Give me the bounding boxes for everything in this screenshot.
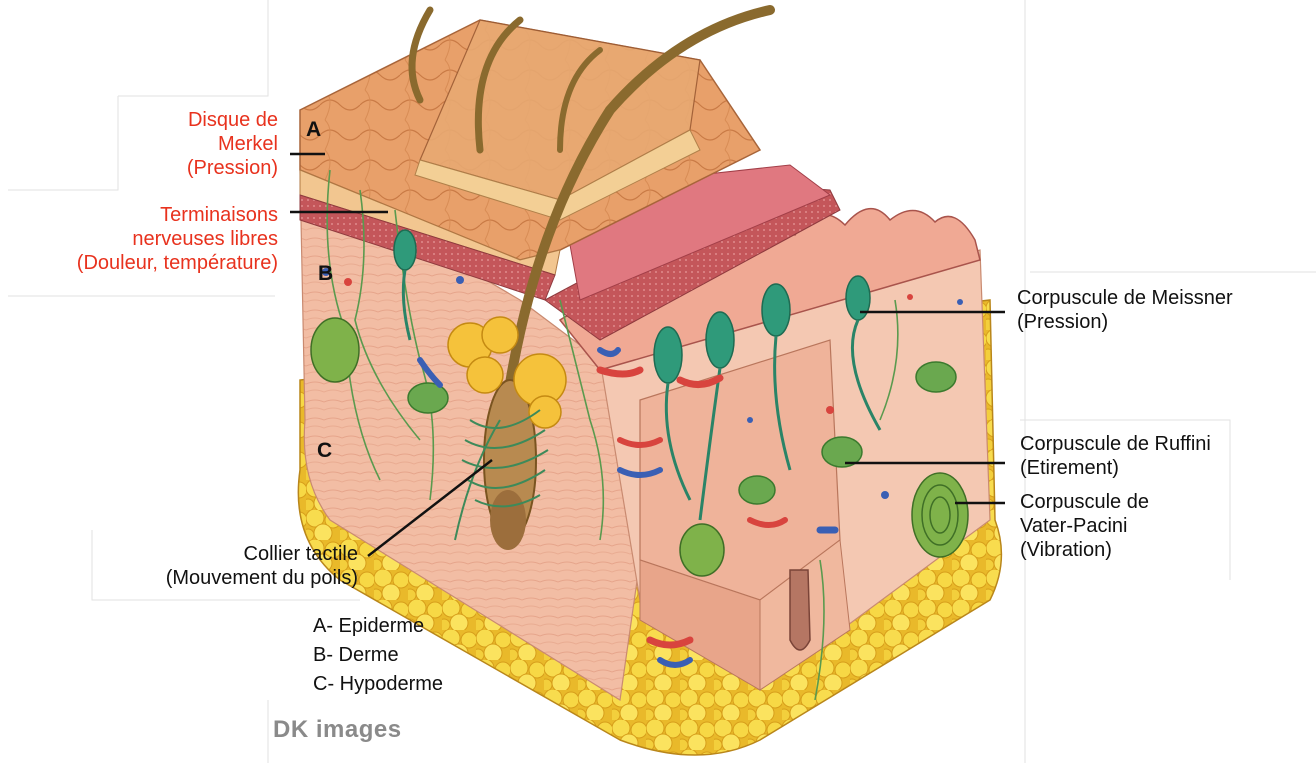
meissner-line-2: (Pression): [1017, 310, 1233, 334]
merkel-line-1: Disque de: [187, 108, 278, 132]
meissner-line-1: Corpuscule de Meissner: [1017, 286, 1233, 310]
merkel-line-2: Merkel: [187, 132, 278, 156]
free-nerve-endings-label: Terminaisons nerveuses libres (Douleur, …: [77, 203, 278, 275]
libres-line-2: nerveuses libres: [77, 227, 278, 251]
pacini-label: Corpuscule de Vater-Pacini (Vibration): [1020, 490, 1149, 562]
layer-letter-c: C: [317, 439, 332, 463]
collier-label: Collier tactile (Mouvement du poils): [166, 542, 358, 590]
legend-hypoderme: C- Hypoderme: [313, 670, 443, 699]
ruffini-line-1: Corpuscule de Ruffini: [1020, 432, 1211, 456]
legend-epiderme: A- Epiderme: [313, 612, 443, 641]
legend-derme: B- Derme: [313, 641, 443, 670]
meissner-label: Corpuscule de Meissner (Pression): [1017, 286, 1233, 334]
pacini-line-2: Vater-Pacini: [1020, 514, 1149, 538]
sweat-gland: [790, 570, 810, 650]
collier-line-1: Collier tactile: [166, 542, 358, 566]
pacini-line-3: (Vibration): [1020, 538, 1149, 562]
layer-letter-b: B: [318, 262, 333, 286]
layer-letter-a: A: [306, 118, 321, 142]
merkel-line-3: (Pression): [187, 156, 278, 180]
ruffini-label: Corpuscule de Ruffini (Etirement): [1020, 432, 1211, 480]
libres-line-1: Terminaisons: [77, 203, 278, 227]
layer-legend: A- Epiderme B- Derme C- Hypoderme: [313, 612, 443, 699]
collier-line-2: (Mouvement du poils): [166, 566, 358, 590]
merkel-label: Disque de Merkel (Pression): [187, 108, 278, 180]
pacini-line-1: Corpuscule de: [1020, 490, 1149, 514]
ruffini-line-2: (Etirement): [1020, 456, 1211, 480]
libres-line-3: (Douleur, température): [77, 251, 278, 275]
dk-images-watermark: DK images: [273, 716, 402, 744]
